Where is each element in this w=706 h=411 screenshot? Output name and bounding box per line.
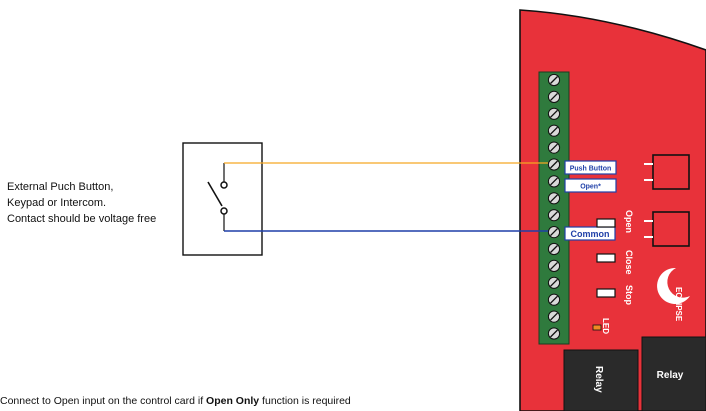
terminal-screw-slot	[550, 278, 558, 287]
terminal-screw-slot	[550, 245, 558, 253]
close-switch	[596, 253, 616, 263]
relay-right-label: Relay	[657, 370, 684, 381]
open-label: Open	[624, 210, 634, 233]
push-button-label: Push Button	[570, 166, 612, 173]
terminal-screw-slot	[550, 92, 558, 101]
terminal-screw-slot	[550, 295, 558, 304]
terminal-screw-slot	[550, 76, 558, 84]
eclipse-logo-icon	[657, 267, 690, 304]
description-line-3: Contact should be voltage free	[7, 213, 157, 225]
common-label: Common	[571, 229, 610, 239]
eclipse-logo-text: ECLIPSE	[674, 287, 683, 322]
terminal-screw-slot	[550, 312, 558, 321]
relay-right	[641, 336, 706, 411]
common-label-box	[564, 226, 616, 241]
open-switch	[596, 218, 616, 228]
terminal-screws	[547, 73, 561, 340]
switch-contact-top	[220, 181, 228, 189]
relay-left-label: Relay	[593, 366, 604, 393]
footnote-bold: Open Only	[206, 395, 260, 407]
push-button-label-box	[564, 160, 617, 175]
switch-contact-bottom	[220, 207, 228, 215]
component-upper	[652, 154, 690, 190]
open-star-label: Open*	[580, 184, 601, 191]
stop-label: Stop	[624, 285, 634, 305]
stop-switch	[596, 288, 616, 298]
terminal-screw-slot	[550, 126, 558, 135]
switch-lever	[207, 181, 223, 207]
footnote-after: function is required	[259, 395, 351, 407]
terminal-screw-slot	[550, 261, 558, 270]
description-line-1: External Puch Button,	[7, 181, 114, 193]
open-star-label-box	[564, 178, 617, 193]
close-label: Close	[624, 250, 634, 275]
terminal-screw-slot	[550, 228, 558, 237]
footnote-before: Connect to Open input on the control car…	[0, 395, 207, 407]
terminal-screw-slot	[550, 329, 558, 338]
led-indicator	[592, 324, 602, 331]
relay-left	[563, 349, 639, 411]
switch-description: External Puch Button, Keypad or Intercom…	[7, 179, 156, 227]
terminal-screw-slot	[550, 109, 558, 118]
terminal-screw-slot	[550, 194, 558, 203]
external-switch-box	[182, 142, 263, 256]
terminal-screw-slot	[550, 211, 558, 220]
component-lower	[652, 211, 690, 247]
led-label: LED	[601, 318, 610, 334]
footnote: Connect to Open input on the control car…	[0, 395, 351, 407]
description-line-2: Keypad or Intercom.	[7, 197, 107, 209]
terminal-screw-slot	[550, 160, 558, 169]
terminal-screw-slot	[550, 143, 558, 152]
terminal-screw-slot	[550, 177, 558, 186]
